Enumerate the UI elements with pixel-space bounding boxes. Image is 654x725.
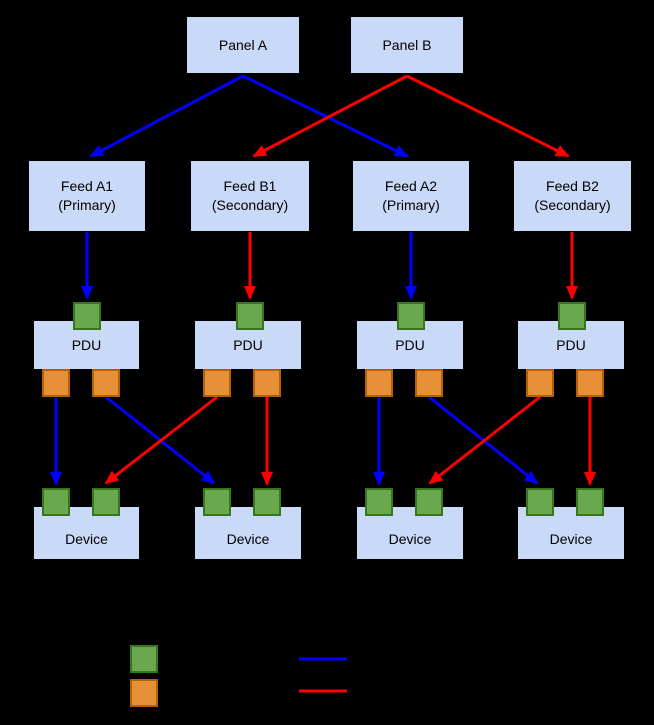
pdu-4-output-port-left — [526, 369, 554, 397]
device-1-label: Device — [65, 531, 108, 548]
node-feed-a1: Feed A1 (Primary) — [28, 160, 146, 232]
device-2-input-port-right — [253, 488, 281, 516]
arrow-panel-b-to-feed-b1 — [252, 74, 408, 158]
device-3-input-port-left — [365, 488, 393, 516]
device-3-input-port-right — [415, 488, 443, 516]
feed-b1-role: (Secondary) — [211, 197, 289, 213]
pdu-1-output-port-right — [92, 369, 120, 397]
feed-a2-role: (Primary) — [382, 197, 440, 213]
device-4-input-port-right — [576, 488, 604, 516]
pdu-3-output-port-left — [365, 369, 393, 397]
legend-orange-output-square — [130, 679, 158, 707]
pdu-3-output-port-right — [415, 369, 443, 397]
arrow-pdu2-to-device1 — [104, 395, 218, 485]
device-1-input-port-right — [92, 488, 120, 516]
feed-b2-name: Feed B2 — [546, 178, 599, 195]
pdu-4-input-port — [558, 302, 586, 330]
pdu-2-label: PDU — [233, 336, 263, 353]
arrow-pdu1-to-device2 — [105, 395, 216, 485]
pdu-3-input-port — [397, 302, 425, 330]
pdu-1-output-port-left — [42, 369, 70, 397]
feed-a1-name: Feed A1 — [60, 178, 114, 195]
arrow-pdu3-to-device4 — [428, 395, 539, 485]
device-2-input-port-left — [203, 488, 231, 516]
feed-b2-role: (Secondary) — [534, 197, 611, 213]
device-3-label: Device — [388, 531, 432, 548]
device-4-input-port-left — [526, 488, 554, 516]
arrow-panel-b-to-feed-b2 — [406, 74, 570, 158]
node-panel-a: Panel A — [186, 16, 300, 74]
pdu-3-label: PDU — [395, 336, 425, 353]
feed-b1-name: Feed B1 — [223, 178, 277, 195]
pdu-2-output-port-left — [203, 369, 231, 397]
pdu-2-output-port-right — [253, 369, 281, 397]
panel-b-label: Panel B — [382, 36, 432, 53]
legend-green-input-square — [130, 645, 158, 673]
arrow-panel-a-to-feed-a1 — [89, 74, 244, 158]
panel-a-label: Panel A — [218, 36, 268, 53]
node-feed-a2: Feed A2 (Primary) — [352, 160, 470, 232]
feed-a2-name: Feed A2 — [384, 178, 438, 195]
device-2-label: Device — [226, 531, 270, 548]
pdu-2-input-port — [236, 302, 264, 330]
node-feed-b2: Feed B2 (Secondary) — [513, 160, 632, 232]
node-panel-b: Panel B — [350, 16, 464, 74]
node-feed-b1: Feed B1 (Secondary) — [190, 160, 310, 232]
pdu-4-label: PDU — [556, 336, 586, 353]
device-1-input-port-left — [42, 488, 70, 516]
pdu-1-input-port — [73, 302, 101, 330]
pdu-1-label: PDU — [71, 336, 102, 353]
arrow-pdu4-to-device3 — [428, 395, 541, 485]
pdu-4-output-port-right — [576, 369, 604, 397]
arrow-panel-a-to-feed-a2 — [242, 74, 409, 158]
feed-a1-role: (Primary) — [58, 197, 116, 213]
device-4-label: Device — [549, 531, 593, 548]
node-pdu-1: PDU — [33, 320, 140, 370]
